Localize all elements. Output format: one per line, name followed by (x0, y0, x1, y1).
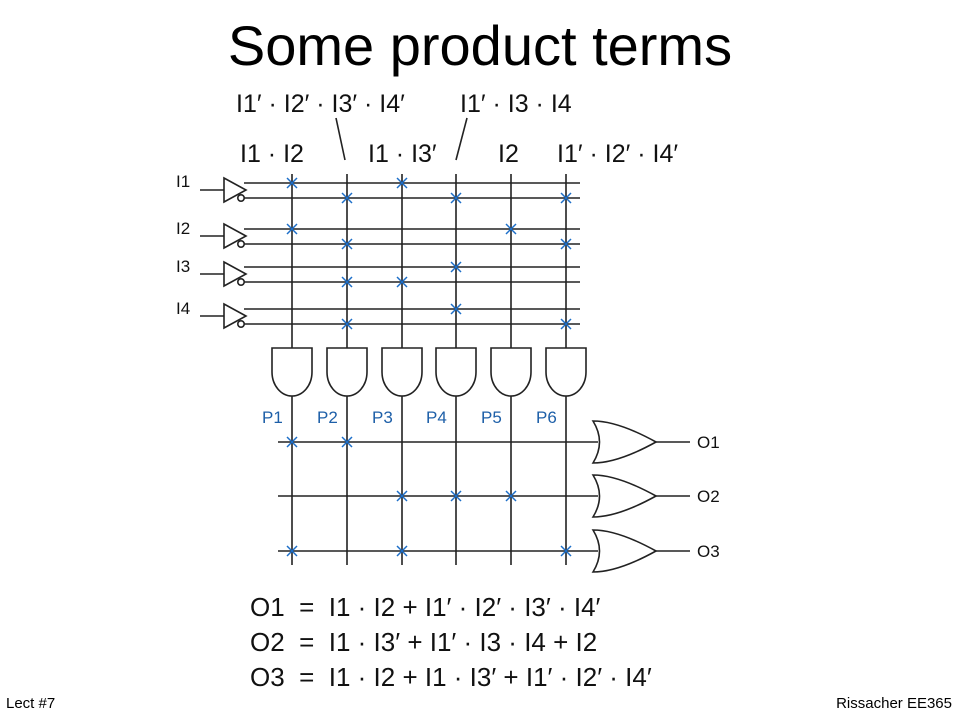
buffer-inverter (223, 260, 248, 288)
and-gate (381, 347, 423, 397)
input-label: I4 (176, 299, 190, 318)
pointer-line-p2 (335, 117, 346, 161)
input-label: I1 (176, 172, 190, 191)
fuse-mark (286, 223, 298, 235)
output-label: O2 (697, 487, 720, 506)
term-label-bottom: I1′ · I2′ · I4′ (557, 140, 678, 168)
inversion-bubble (237, 277, 246, 286)
and-gate (326, 347, 368, 397)
and-gate (271, 347, 313, 397)
term-label-p2: I1′ · I2′ · I3′ · I4′ (236, 90, 405, 118)
term-label-bottom: I1 · I2 (240, 140, 304, 168)
equation-o2: O2 = I1 · I3′ + I1′ · I3 · I4 + I2 (250, 627, 598, 657)
fuse-mark (341, 436, 353, 448)
or-gate (591, 529, 658, 573)
footer-author: Rissacher EE365 (836, 695, 952, 712)
product-label: P4 (426, 408, 447, 427)
inversion-bubble (237, 240, 246, 249)
or-gate (591, 474, 658, 518)
fuse-mark (450, 192, 462, 204)
fuse-mark (341, 192, 353, 204)
term-label-p4: I1′ · I3 · I4 (460, 90, 572, 118)
output-label: O3 (697, 542, 720, 561)
fuse-mark (450, 261, 462, 273)
fuse-mark (396, 177, 408, 189)
fuse-mark (396, 545, 408, 557)
inversion-bubble (237, 194, 246, 203)
and-gate (435, 347, 477, 397)
fuse-mark (286, 436, 298, 448)
product-label: P2 (317, 408, 338, 427)
fuse-mark (341, 276, 353, 288)
fuse-mark (341, 318, 353, 330)
fuse-mark (450, 303, 462, 315)
footer-lecture: Lect #7 (6, 695, 56, 712)
term-label-bottom: I1 · I3′ (368, 140, 437, 168)
fuse-mark (396, 276, 408, 288)
equation-o3: O3 = I1 · I2 + I1 · I3′ + I1′ · I2′ · I4… (250, 662, 652, 692)
fuse-mark (560, 318, 572, 330)
buffer-inverter (223, 222, 248, 250)
output-label: O1 (697, 433, 720, 452)
slide-title: Some product terms (227, 14, 733, 77)
buffer-inverter (223, 302, 248, 330)
fuse-mark (341, 238, 353, 250)
fuse-mark (505, 223, 517, 235)
fuse-mark (560, 238, 572, 250)
and-gate (490, 347, 532, 397)
inversion-bubble (237, 319, 246, 328)
product-label: P3 (372, 408, 393, 427)
fuse-mark (396, 490, 408, 502)
pointer-line-p4 (455, 117, 468, 161)
fuse-mark (505, 490, 517, 502)
product-label: P1 (262, 408, 283, 427)
product-label: P6 (536, 408, 557, 427)
product-label: P5 (481, 408, 502, 427)
term-label-bottom: I2 (498, 140, 519, 168)
fuse-mark (286, 545, 298, 557)
or-gate (591, 420, 658, 464)
fuse-mark (450, 490, 462, 502)
fuse-mark (286, 177, 298, 189)
fuse-mark (560, 192, 572, 204)
and-gate (545, 347, 587, 397)
input-label: I3 (176, 257, 190, 276)
equation-o1: O1 = I1 · I2 + I1′ · I2′ · I3′ · I4′ (250, 592, 601, 622)
buffer-inverter (223, 176, 248, 204)
fuse-mark (560, 545, 572, 557)
input-label: I2 (176, 219, 190, 238)
